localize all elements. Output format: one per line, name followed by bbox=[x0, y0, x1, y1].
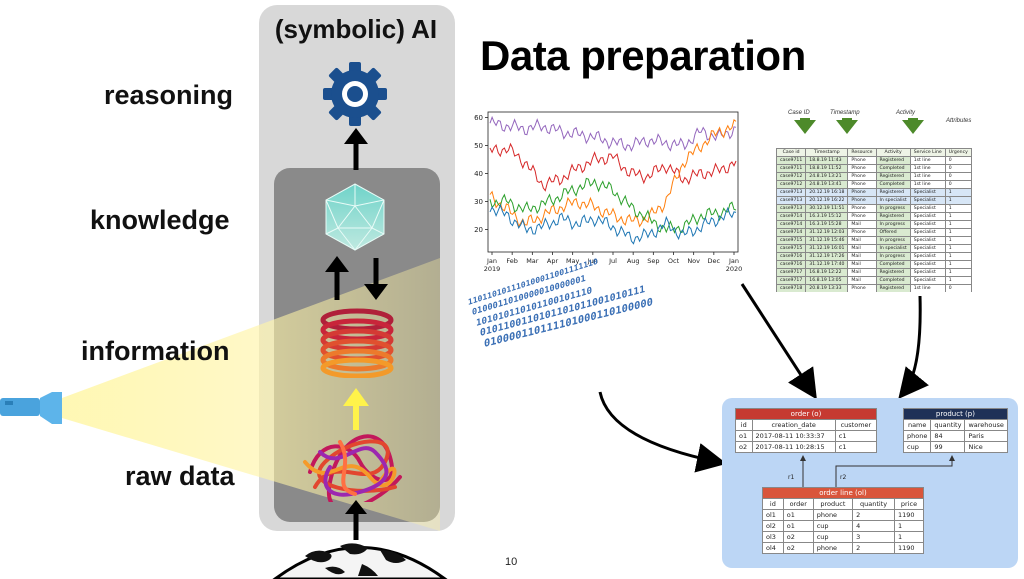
event-cell: Registered bbox=[875, 284, 911, 292]
x-tick-label: Nov bbox=[687, 257, 700, 265]
event-cell: case9718 bbox=[775, 284, 807, 292]
arrow-up-icon bbox=[344, 128, 368, 170]
db-cell: 1190 bbox=[894, 542, 924, 554]
event-arrow-label: Timestamp bbox=[830, 110, 860, 116]
x-tick-label: 2019 bbox=[484, 265, 501, 273]
event-cell: 20.8.19 13:33 bbox=[805, 284, 849, 292]
event-log: Case ID Timestamp Activity Attributes Case… bbox=[770, 108, 1010, 292]
y-tick-label: 50 bbox=[474, 142, 483, 150]
green-arrow-icon bbox=[836, 120, 858, 134]
arrow-up-down-icon bbox=[325, 256, 388, 300]
db-cell: phone bbox=[812, 542, 854, 554]
x-tick-label: Jun bbox=[587, 257, 598, 265]
y-tick-label: 20 bbox=[474, 226, 483, 234]
series-line bbox=[489, 203, 737, 245]
event-arrow-label: Activity bbox=[896, 110, 916, 116]
x-tick-label: Oct bbox=[668, 257, 680, 265]
x-tick-label: Mar bbox=[526, 257, 539, 265]
x-tick-label: Dec bbox=[708, 257, 721, 265]
db-cell: c1 bbox=[834, 441, 878, 453]
db-cell: cup bbox=[902, 441, 932, 453]
gear-icon bbox=[323, 62, 387, 126]
series-line bbox=[489, 177, 737, 234]
page-number: 10 bbox=[505, 556, 518, 568]
series-line bbox=[489, 119, 737, 228]
coil-icon bbox=[320, 308, 394, 378]
attributes-label: Attributes bbox=[946, 118, 972, 124]
globe-icon bbox=[272, 543, 448, 579]
arrow-up-yellow-icon bbox=[343, 388, 369, 430]
event-cell: 0 bbox=[944, 284, 972, 292]
flashlight-icon bbox=[0, 392, 62, 424]
x-tick-label: Apr bbox=[547, 257, 559, 265]
x-tick-label: May bbox=[566, 257, 580, 265]
x-tick-label: Jul bbox=[608, 257, 617, 265]
x-tick-label: Jan bbox=[728, 257, 739, 265]
level-label-reasoning: reasoning bbox=[104, 80, 234, 110]
tangle-icon bbox=[303, 434, 402, 502]
x-tick-label: Feb bbox=[506, 257, 518, 265]
event-arrow-label: Case ID bbox=[788, 110, 810, 116]
arrow-up-globe-icon bbox=[345, 500, 367, 540]
x-tick-label: Aug bbox=[627, 257, 640, 265]
level-label-information: information bbox=[81, 336, 230, 366]
green-arrow-icon bbox=[902, 120, 924, 134]
db-cell: Nice bbox=[964, 441, 1008, 453]
y-tick-label: 40 bbox=[474, 170, 483, 178]
slide-title: Data preparation bbox=[480, 32, 806, 79]
x-tick-label: 2020 bbox=[726, 265, 743, 273]
x-tick-label: Jan bbox=[486, 257, 497, 265]
green-arrow-icon bbox=[794, 120, 816, 134]
series-line bbox=[489, 142, 737, 192]
icosahedron-icon bbox=[325, 183, 385, 251]
series-line bbox=[489, 115, 737, 153]
x-tick-label: Sep bbox=[647, 257, 659, 265]
relation-label-r1: r1 bbox=[788, 474, 795, 481]
level-label-raw-data: raw data bbox=[125, 461, 235, 491]
y-tick-label: 60 bbox=[474, 114, 483, 122]
relation-label-r2: r2 bbox=[840, 474, 847, 481]
ai-title: (symbolic) AI bbox=[274, 14, 438, 44]
y-tick-label: 30 bbox=[474, 198, 483, 206]
event-log-arrows: Case ID Timestamp Activity bbox=[770, 108, 1010, 150]
db-cell: 2 bbox=[852, 542, 896, 554]
level-label-knowledge: knowledge bbox=[90, 205, 230, 235]
